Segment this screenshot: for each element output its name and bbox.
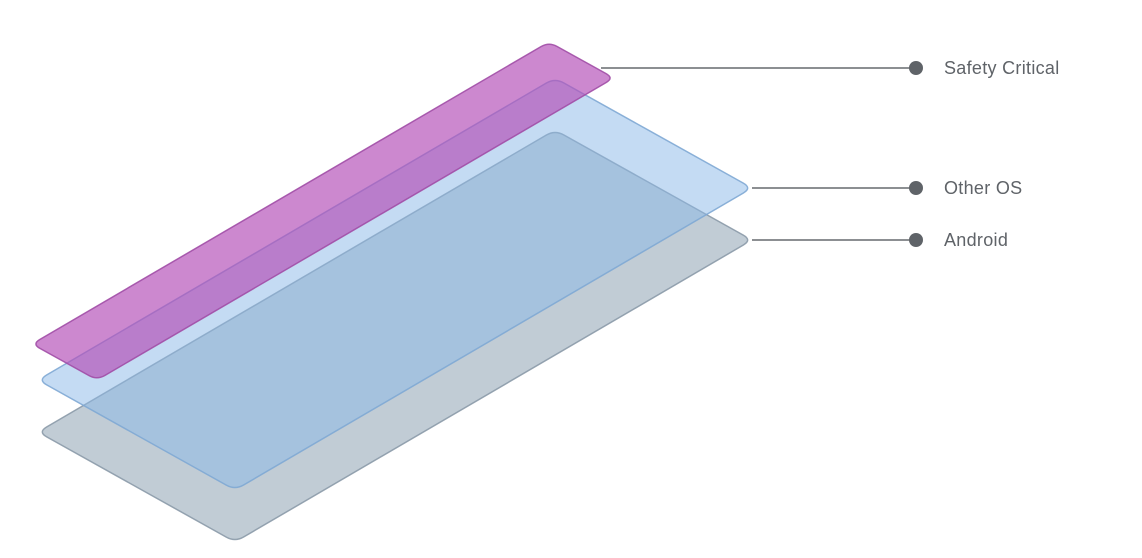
layer-label-android: Android — [944, 230, 1008, 250]
bullet-dot-android — [909, 233, 923, 247]
layer-label-other-os: Other OS — [944, 178, 1022, 198]
bullet-dot-other-os — [909, 181, 923, 195]
layer-label-safety-critical: Safety Critical — [944, 58, 1060, 78]
layer-shape-safety-critical — [35, 43, 611, 379]
bullet-dot-safety-critical — [909, 61, 923, 75]
